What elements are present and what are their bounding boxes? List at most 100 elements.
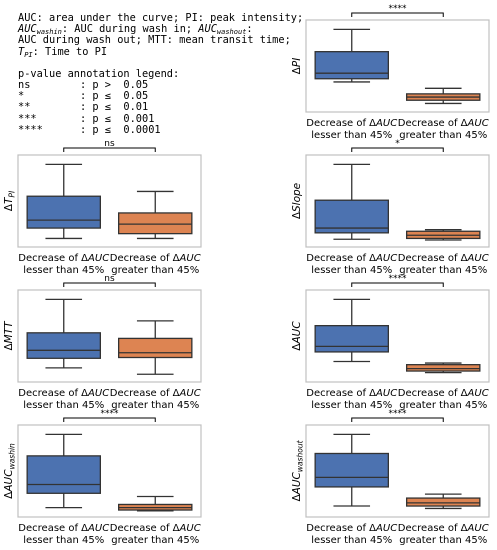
x-tick-label-text: Decrease of Δ bbox=[110, 253, 180, 264]
box-iqr bbox=[26, 332, 101, 359]
legend-line-1-text: AUC: area under the curve; PI: peak inte… bbox=[18, 12, 304, 24]
tpi-sub: PI bbox=[24, 50, 33, 59]
x-tick-label-italic: AUC bbox=[375, 388, 397, 399]
legend-line-1: AUC: area under the curve; PI: peak inte… bbox=[18, 12, 318, 24]
x-tick-label-line2: greater than 45% bbox=[399, 265, 487, 276]
x-tick-label: Decrease of ΔAUC bbox=[306, 523, 397, 534]
x-tick-label-text: Decrease of Δ bbox=[398, 253, 468, 264]
x-tick-label-line2: lesser than 45% bbox=[311, 265, 392, 276]
x-tick-label-text: Decrease of Δ bbox=[306, 253, 376, 264]
pvalue-symbol: ** bbox=[18, 101, 31, 114]
pvalue-row: *** : p ≤ 0.001 bbox=[18, 112, 318, 125]
pvalue-rule: : p ≤ 0.01 bbox=[80, 101, 149, 114]
legend-line-3-text: AUC during wash out; MTT: mean transit t… bbox=[18, 34, 291, 47]
x-tick-label-italic: AUC bbox=[179, 253, 201, 264]
x-tick-label-italic: AUC bbox=[375, 523, 397, 534]
y-axis-label: ΔAUCwashin bbox=[3, 443, 17, 499]
panel-frame bbox=[305, 424, 490, 518]
x-tick-label-text: Decrease of Δ bbox=[18, 253, 88, 264]
y-axis-label-delta: Δ bbox=[291, 211, 303, 219]
pvalue-legend-title-text: p-value annotation legend: bbox=[18, 67, 180, 80]
box-iqr bbox=[405, 364, 481, 372]
y-axis-label-sub: washout bbox=[296, 439, 305, 472]
pvalue-symbol: **** bbox=[18, 123, 43, 136]
box-iqr bbox=[118, 337, 193, 359]
panel-frame bbox=[17, 154, 202, 248]
y-axis-label: ΔSlope bbox=[291, 183, 303, 219]
x-tick-label-line2: lesser than 45% bbox=[311, 400, 392, 411]
x-tick-label-italic: AUC bbox=[375, 253, 397, 264]
x-tick-label: Decrease of ΔAUC bbox=[110, 253, 201, 264]
y-axis-label: ΔAUCwashout bbox=[291, 439, 305, 501]
y-axis-label-italic: AUC bbox=[3, 469, 15, 493]
box-iqr bbox=[118, 212, 193, 235]
panel-frame bbox=[305, 289, 490, 383]
tpi-term: T bbox=[18, 45, 25, 58]
legend-text-block: AUC: area under the curve; PI: peak inte… bbox=[18, 12, 318, 136]
y-axis-label-sub: washin bbox=[8, 443, 17, 469]
box-iqr bbox=[314, 452, 389, 488]
pvalue-symbol: * bbox=[18, 90, 25, 103]
pvalue-row: ns : p > 0.05 bbox=[18, 78, 318, 91]
x-tick-label-line2: greater than 45% bbox=[399, 535, 487, 546]
x-tick-label: Decrease of ΔAUC bbox=[110, 388, 201, 399]
legend-line-3: AUC during wash out; MTT: mean transit t… bbox=[18, 35, 318, 46]
x-tick-label: Decrease of ΔAUC bbox=[306, 118, 397, 129]
x-tick-label-italic: AUC bbox=[87, 388, 109, 399]
panel-frame bbox=[17, 424, 202, 518]
x-tick-label-line2: greater than 45% bbox=[399, 130, 487, 141]
significance-label: ns bbox=[104, 274, 115, 284]
y-axis-label: ΔAUC bbox=[291, 321, 303, 351]
y-axis-label-italic: AUC bbox=[291, 321, 303, 345]
box-iqr bbox=[26, 195, 101, 229]
pvalue-symbol: *** bbox=[18, 112, 37, 125]
x-tick-label-text: Decrease of Δ bbox=[18, 388, 88, 399]
x-tick-label-text: Decrease of Δ bbox=[306, 388, 376, 399]
x-tick-label: Decrease of ΔAUC bbox=[18, 388, 109, 399]
x-tick-label-line2: lesser than 45% bbox=[311, 535, 392, 546]
y-axis-label-italic: T bbox=[3, 196, 15, 204]
x-tick-label-text: Decrease of Δ bbox=[398, 388, 468, 399]
significance-label: **** bbox=[389, 4, 408, 14]
x-tick-label-italic: AUC bbox=[179, 388, 201, 399]
x-tick-label-italic: AUC bbox=[375, 118, 397, 129]
x-tick-label: Decrease of ΔAUC bbox=[398, 253, 489, 264]
significance-bracket bbox=[63, 417, 156, 422]
auc-washin-term: AUC bbox=[18, 23, 37, 36]
x-tick-label: Decrease of ΔAUC bbox=[18, 523, 109, 534]
auc-washin-desc: : AUC during wash in; bbox=[61, 23, 199, 36]
x-tick-label-italic: AUC bbox=[87, 253, 109, 264]
significance-bracket bbox=[351, 282, 444, 287]
significance-bracket bbox=[351, 417, 444, 422]
box-iqr bbox=[314, 51, 389, 80]
x-tick-label-text: Decrease of Δ bbox=[306, 523, 376, 534]
x-tick-label: Decrease of ΔAUC bbox=[110, 523, 201, 534]
auc-washout-term: AUC bbox=[198, 23, 217, 36]
pvalue-rule: : p ≤ 0.05 bbox=[80, 90, 149, 103]
pvalue-row: * : p ≤ 0.05 bbox=[18, 90, 318, 103]
pvalue-row: ****: p ≤ 0.0001 bbox=[18, 123, 318, 136]
box-iqr bbox=[314, 199, 389, 234]
y-axis-label-delta: Δ bbox=[3, 343, 15, 351]
x-tick-label-line2: lesser than 45% bbox=[23, 265, 104, 276]
significance-bracket bbox=[351, 12, 444, 17]
pvalue-symbol: ns bbox=[18, 78, 31, 91]
x-tick-label-text: Decrease of Δ bbox=[398, 523, 468, 534]
significance-label: ns bbox=[104, 139, 115, 149]
significance-label: **** bbox=[389, 409, 408, 419]
x-tick-label-italic: AUC bbox=[467, 253, 489, 264]
y-axis-label-italic: AUC bbox=[291, 471, 303, 495]
x-tick-label-line2: greater than 45% bbox=[111, 265, 199, 276]
significance-label: * bbox=[395, 139, 400, 149]
pvalue-rule: : p > 0.05 bbox=[80, 78, 149, 91]
pvalue-row: ** : p ≤ 0.01 bbox=[18, 102, 318, 113]
y-axis-label-sub: PI bbox=[8, 190, 17, 198]
pvalue-rule: : p ≤ 0.001 bbox=[80, 112, 155, 125]
y-axis-label-delta: Δ bbox=[291, 66, 303, 74]
box-iqr bbox=[405, 497, 481, 507]
x-tick-label-line2: greater than 45% bbox=[111, 535, 199, 546]
